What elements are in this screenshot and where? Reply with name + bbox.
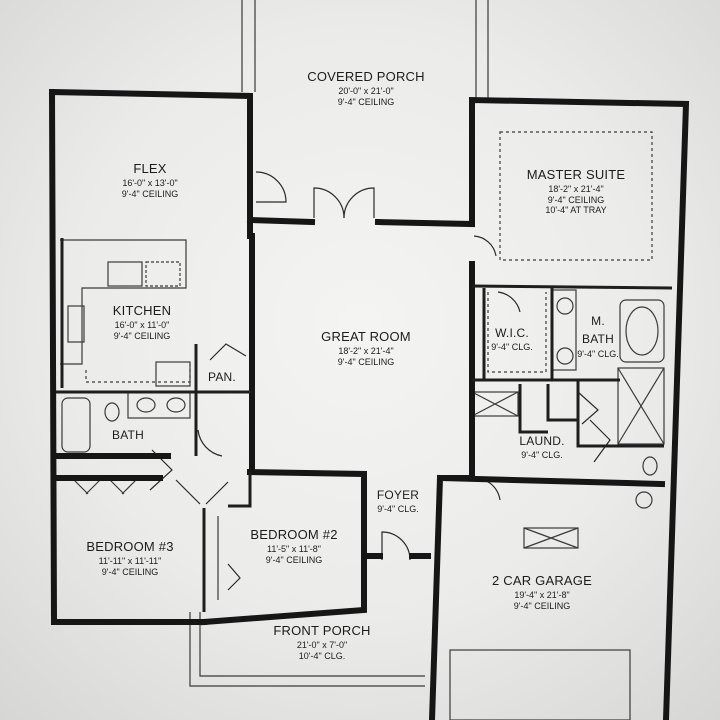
water-heater — [635, 491, 653, 509]
room-name-line2: BATH — [582, 332, 614, 347]
front-porch-outline — [189, 612, 425, 687]
garage-vent — [523, 527, 579, 549]
wic-shelf — [487, 292, 547, 373]
room-ceiling: 9'-4" CEILING — [265, 554, 323, 565]
range — [67, 305, 85, 343]
room-ceiling: 9'-4" CLG. — [377, 504, 419, 515]
bathtub — [61, 397, 91, 453]
flex-label: FLEX 16'-0" x 13'-0" 9'-4" CEILING — [122, 160, 178, 199]
room-dimensions: 18'-2" x 21'-4" — [338, 346, 394, 357]
dishwasher — [145, 261, 181, 287]
sink — [556, 347, 574, 365]
garage-label: 2 CAR GARAGE 19'-4" x 21'-8" 9'-4" CEILI… — [492, 572, 592, 611]
room-ceiling: 9'-4" CEILING — [113, 330, 171, 341]
wic-label: W.I.C. 9'-4" CLG. — [491, 324, 532, 353]
pantry-label: PAN. — [208, 368, 236, 386]
door-swings — [149, 171, 611, 591]
room-ceiling: 9'-4" CLG. — [521, 450, 563, 461]
kitchen-label: KITCHEN 16'-0" x 11'-0" 9'-4" CEILING — [113, 302, 171, 341]
vent-x — [523, 527, 579, 549]
laundry-label: LAUND. 9'-4" CLG. — [519, 432, 564, 461]
bath-label: BATH — [112, 426, 144, 444]
room-dimensions: 21'-0" x 7'-0" — [296, 640, 348, 651]
refrigerator — [155, 361, 191, 387]
kitchen-counter — [60, 239, 187, 365]
master-bath-label: M. BATH 9'-4" CLG. — [577, 312, 618, 359]
bedroom3-label: BEDROOM #3 11'-11" x 11'-11" 9'-4" CEILI… — [86, 538, 173, 577]
room-ceiling: 9'-4" CLG. — [491, 342, 533, 353]
kitchen-sink — [107, 261, 143, 287]
room-name: M. — [591, 314, 605, 328]
garage-door — [449, 649, 631, 720]
covered-porch-label: COVERED PORCH 20'-0" x 21'-0" 9'-4" CEIL… — [307, 68, 424, 107]
room-name: 2 CAR GARAGE — [492, 573, 592, 588]
room-tray-ceiling: 10'-4" AT TRAY — [545, 205, 607, 216]
room-ceiling: 9'-4" CEILING — [337, 356, 395, 367]
room-dimensions: 16'-0" x 11'-0" — [114, 320, 170, 331]
covered-porch-outline — [241, 0, 489, 100]
room-name: BEDROOM #2 — [250, 527, 338, 542]
room-dimensions: 18'-2" x 21'-4" — [548, 184, 604, 195]
room-name: BATH — [112, 428, 144, 442]
room-dimensions: 11'-5" x 11'-8" — [266, 544, 322, 555]
exterior-walls — [48, 88, 690, 720]
room-name: LAUND. — [519, 434, 565, 448]
room-ceiling: 9'-4" CEILING — [547, 194, 605, 205]
room-dimensions: 16'-0" x 13'-0" — [122, 178, 178, 189]
room-dimensions: 19'-4" x 21'-8" — [514, 590, 570, 601]
toilet — [104, 402, 120, 422]
room-dimensions: 20'-0" x 21'-0" — [338, 86, 394, 97]
room-name: MASTER SUITE — [526, 167, 626, 182]
closet-outline — [203, 516, 219, 600]
room-dimensions: 11'-11" x 11'-11" — [98, 556, 162, 567]
room-name: KITCHEN — [112, 303, 172, 318]
sink — [166, 397, 186, 413]
sink — [556, 297, 574, 315]
room-ceiling: 9'-4" CEILING — [101, 566, 159, 577]
kitchen-island — [85, 364, 191, 383]
room-name: PAN. — [208, 370, 236, 384]
room-ceiling: 9'-4" CLG. — [577, 348, 619, 359]
toilet — [642, 456, 658, 476]
shower — [617, 367, 665, 445]
sink — [136, 397, 156, 413]
foyer-label: FOYER 9'-4" CLG. — [377, 486, 419, 515]
tray-ceiling-outline — [499, 131, 653, 261]
interior-walls — [56, 238, 673, 612]
room-name: FRONT PORCH — [273, 623, 371, 638]
room-ceiling: 9'-4" CEILING — [337, 96, 395, 107]
master-tub — [619, 299, 665, 363]
room-name: COVERED PORCH — [307, 69, 425, 84]
room-ceiling: 9'-4" CEILING — [121, 188, 179, 199]
bedroom2-label: BEDROOM #2 11'-5" x 11'-8" 9'-4" CEILING — [250, 526, 337, 565]
room-ceiling: 10'-4" CLG. — [298, 650, 346, 661]
great-room-label: GREAT ROOM 18'-2" x 21'-4" 9'-4" CEILING — [321, 328, 411, 367]
room-name: BEDROOM #3 — [86, 539, 174, 554]
room-name: FOYER — [376, 488, 420, 502]
tub-basin — [625, 306, 659, 356]
room-name: W.I.C. — [495, 326, 529, 340]
master-suite-label: MASTER SUITE 18'-2" x 21'-4" 9'-4" CEILI… — [527, 166, 625, 215]
shower-x — [617, 367, 665, 445]
room-name: GREAT ROOM — [321, 329, 411, 344]
room-ceiling: 9'-4" CEILING — [513, 600, 571, 611]
front-porch-label: FRONT PORCH 21'-0" x 7'-0" 10'-4" CLG. — [273, 622, 370, 661]
appliance-x — [471, 391, 519, 417]
room-name: FLEX — [133, 161, 167, 176]
